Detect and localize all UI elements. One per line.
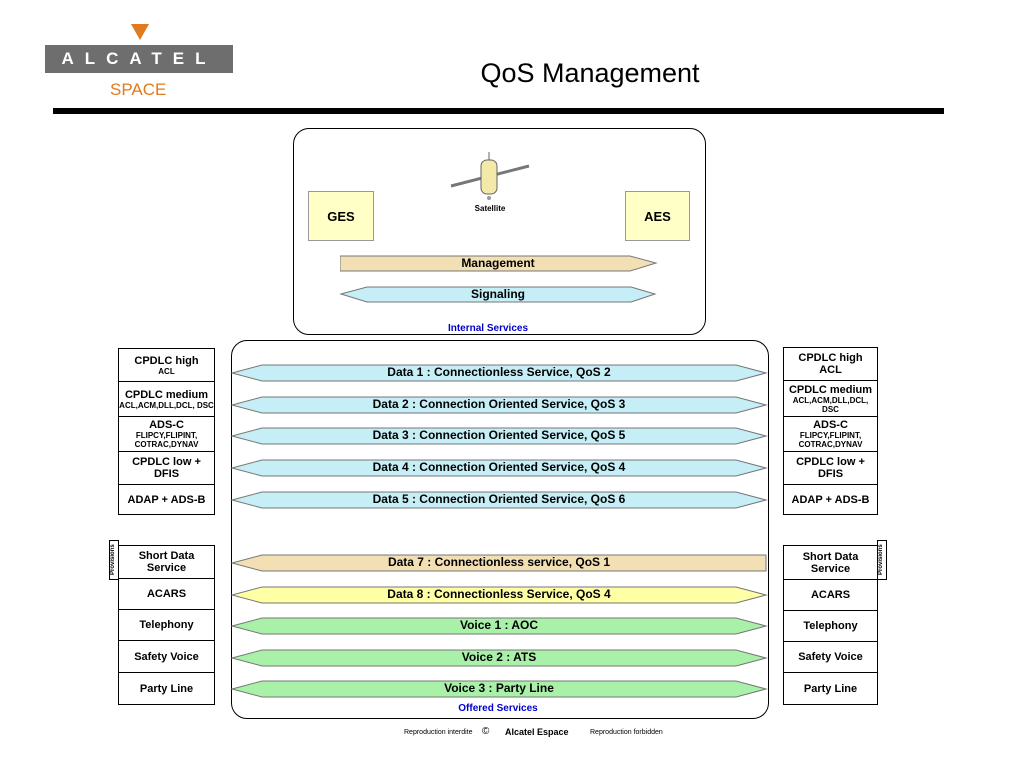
left-telephony-label: Telephony xyxy=(139,619,194,631)
right-provisions-label: Provisions xyxy=(877,540,887,580)
signaling-arrow xyxy=(339,286,657,303)
left-adap-label: ADAP + ADS-B xyxy=(127,493,206,506)
left-cpdlc-medium: CPDLC medium ACL,ACM,DLL,DCL, DSC xyxy=(118,381,215,417)
page-title: QoS Management xyxy=(480,58,700,88)
right-telephony: Telephony xyxy=(783,610,878,642)
management-arrow xyxy=(340,255,658,272)
left-short-data: Short Data Service xyxy=(118,545,215,579)
left-acars: ACARS xyxy=(118,578,215,610)
right-safety-voice: Safety Voice xyxy=(783,641,878,673)
service-arrow-6 xyxy=(230,554,767,572)
service-arrow-9 xyxy=(230,649,768,667)
service-arrow-7 xyxy=(230,586,768,604)
offered-arrows xyxy=(230,364,768,698)
service-arrow-8 xyxy=(230,617,768,635)
right-acars-label: ACARS xyxy=(810,589,851,601)
header-divider xyxy=(53,108,944,114)
right-ads-c-label: ADS-C xyxy=(813,419,848,431)
left-adap: ADAP + ADS-B xyxy=(118,484,215,515)
service-arrow-3 xyxy=(230,427,768,445)
left-cpdlc-medium-label: CPDLC medium xyxy=(124,388,209,401)
footer-left-text: Reproduction interdite xyxy=(404,729,473,736)
left-ads-c-label: ADS-C xyxy=(149,419,184,431)
right-short-data: Short Data Service xyxy=(783,545,878,580)
right-party-line-label: Party Line xyxy=(803,682,858,695)
right-cpdlc-medium-label: CPDLC medium xyxy=(788,383,873,396)
left-acars-label: ACARS xyxy=(146,588,187,600)
left-safety-voice-label: Safety Voice xyxy=(134,650,199,663)
logo-space-text: SPACE xyxy=(110,80,167,99)
right-cpdlc-medium-sub: ACL,ACM,DLL,DCL, DSC xyxy=(792,395,869,414)
satellite-label: Satellite xyxy=(474,204,506,213)
right-party-line: Party Line xyxy=(783,672,878,705)
footer-company: Alcatel Espace xyxy=(505,727,569,737)
right-short-data-label: Short Data Service xyxy=(802,550,859,575)
footer-copyright: © xyxy=(482,726,490,737)
ges-station: GES xyxy=(308,191,374,241)
left-cpdlc-low-label: CPDLC low + DFIS xyxy=(132,456,201,480)
right-adap: ADAP + ADS-B xyxy=(783,484,878,515)
left-telephony: Telephony xyxy=(118,609,215,641)
footer-right-text: Reproduction forbidden xyxy=(590,729,663,736)
aes-station: AES xyxy=(625,191,690,241)
service-arrow-5 xyxy=(230,491,768,509)
right-cpdlc-low: CPDLC low + DFIS xyxy=(783,451,878,485)
right-telephony-label: Telephony xyxy=(803,620,858,632)
right-ads-c: ADS-C FLIPCY,FLIPINT, COTRAC,DYNAV xyxy=(783,416,878,452)
offered-services-caption: Offered Services xyxy=(458,703,538,714)
right-cpdlc-high-label: CPDLC high ACL xyxy=(798,352,863,376)
right-acars: ACARS xyxy=(783,579,878,611)
left-cpdlc-high-sub: ACL xyxy=(158,366,175,376)
internal-services-caption: Internal Services xyxy=(447,323,529,334)
service-arrow-10 xyxy=(230,680,768,698)
right-cpdlc-medium: CPDLC medium ACL,ACM,DLL,DCL, DSC xyxy=(783,380,878,417)
alcatel-logo: ALCATEL xyxy=(45,45,233,73)
left-cpdlc-high-label: CPDLC high xyxy=(134,354,199,367)
internal-services-panel xyxy=(293,128,706,335)
service-arrow-4 xyxy=(230,459,768,477)
left-safety-voice: Safety Voice xyxy=(118,640,215,673)
service-arrow-2 xyxy=(230,396,768,414)
right-ads-c-sub: FLIPCY,FLIPINT, COTRAC,DYNAV xyxy=(798,431,863,449)
right-cpdlc-high: CPDLC high ACL xyxy=(783,347,878,381)
right-adap-label: ADAP + ADS-B xyxy=(791,493,870,506)
left-party-line: Party Line xyxy=(118,672,215,705)
logo-triangle-icon xyxy=(131,24,149,40)
left-cpdlc-high: CPDLC high ACL xyxy=(118,348,215,382)
left-ads-c: ADS-C FLIPCY,FLIPINT, COTRAC,DYNAV xyxy=(118,416,215,452)
left-cpdlc-medium-sub: ACL,ACM,DLL,DCL, DSC xyxy=(119,400,214,410)
service-arrow-1 xyxy=(230,364,768,382)
left-party-line-label: Party Line xyxy=(139,682,194,695)
right-safety-voice-label: Safety Voice xyxy=(798,651,863,663)
left-cpdlc-low: CPDLC low + DFIS xyxy=(118,451,215,485)
left-ads-c-sub: FLIPCY,FLIPINT, COTRAC,DYNAV xyxy=(134,431,199,449)
right-cpdlc-low-label: CPDLC low + DFIS xyxy=(796,456,865,480)
left-short-data-label: Short Data Service xyxy=(138,550,195,574)
satellite-icon xyxy=(450,152,530,200)
offered-services-panel xyxy=(231,340,769,719)
